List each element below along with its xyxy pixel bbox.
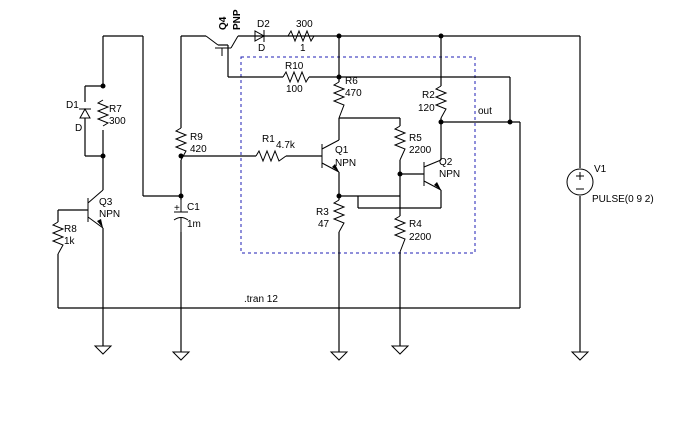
d1-diode-symbol — [79, 107, 91, 119]
d1-model: D — [75, 123, 82, 134]
svg-text:+: + — [174, 203, 180, 214]
resistor-300-top-name: 300 — [296, 19, 313, 30]
r5-value: 2200 — [409, 145, 432, 156]
r3-name: R3 — [316, 207, 329, 218]
q4-name: Q4 — [218, 16, 229, 30]
v1-value: PULSE(0 9 2) — [592, 194, 654, 205]
r6-resistor-symbol — [332, 81, 346, 119]
r9-name: R9 — [190, 132, 203, 143]
r8-name: R8 — [64, 224, 77, 235]
wires — [57, 35, 581, 352]
r9-value: 420 — [190, 144, 207, 155]
r8-value: 1k — [64, 236, 76, 247]
r10-name: R10 — [285, 61, 304, 72]
r3-resistor-symbol — [332, 199, 346, 233]
r1-resistor-symbol — [255, 149, 287, 163]
q4-model: PNP — [232, 9, 243, 30]
q3-model: NPN — [99, 209, 120, 220]
v1-name: V1 — [594, 164, 607, 175]
ground-symbols — [93, 345, 590, 361]
r1-value: 4.7k — [276, 140, 296, 151]
q3-name: Q3 — [99, 197, 113, 208]
d2-name: D2 — [257, 19, 270, 30]
r1-name: R1 — [262, 134, 275, 145]
q1-model: NPN — [335, 158, 356, 169]
r3-value: 47 — [318, 219, 330, 230]
r8-resistor-symbol — [51, 221, 65, 255]
r9-resistor-symbol — [174, 127, 188, 161]
q3-transistor-symbol — [87, 189, 104, 229]
r6-value: 470 — [345, 88, 362, 99]
c1-capacitor-symbol: + — [173, 200, 189, 232]
r4-resistor-symbol — [393, 215, 407, 253]
r10-resistor-symbol — [282, 70, 310, 84]
c1-value: 1m — [187, 219, 201, 230]
r10-value: 100 — [286, 84, 303, 95]
r7-resistor-symbol — [96, 99, 110, 127]
net-label-out: out — [478, 106, 492, 117]
q1-name: Q1 — [335, 145, 349, 156]
r7-value: 300 — [109, 116, 126, 127]
subcircuit-box — [240, 56, 476, 254]
r2-value: 120 — [418, 103, 435, 114]
q2-model: NPN — [439, 169, 460, 180]
r4-value: 2200 — [409, 232, 432, 243]
d2-model: D — [258, 43, 265, 54]
junction-dots — [100, 33, 513, 199]
q1-transistor-symbol — [321, 139, 340, 173]
q2-name: Q2 — [439, 157, 453, 168]
v1-voltage-source-symbol — [566, 168, 594, 196]
q2-transistor-symbol — [423, 159, 442, 191]
resistor-300-top-value: 1 — [300, 43, 306, 54]
r5-resistor-symbol — [393, 125, 407, 161]
r7-name: R7 — [109, 104, 122, 115]
r2-resistor-symbol — [434, 85, 448, 119]
c1-name: C1 — [187, 202, 200, 213]
d2-diode-symbol — [254, 30, 266, 42]
r6-name: R6 — [345, 76, 358, 87]
r4-name: R4 — [409, 219, 422, 230]
q4-transistor-symbol — [205, 35, 239, 56]
r2-name: R2 — [422, 90, 435, 101]
spice-directive: .tran 12 — [244, 294, 278, 305]
resistor-300-top-symbol — [287, 29, 315, 43]
d1-name: D1 — [66, 100, 79, 111]
r5-name: R5 — [409, 133, 422, 144]
